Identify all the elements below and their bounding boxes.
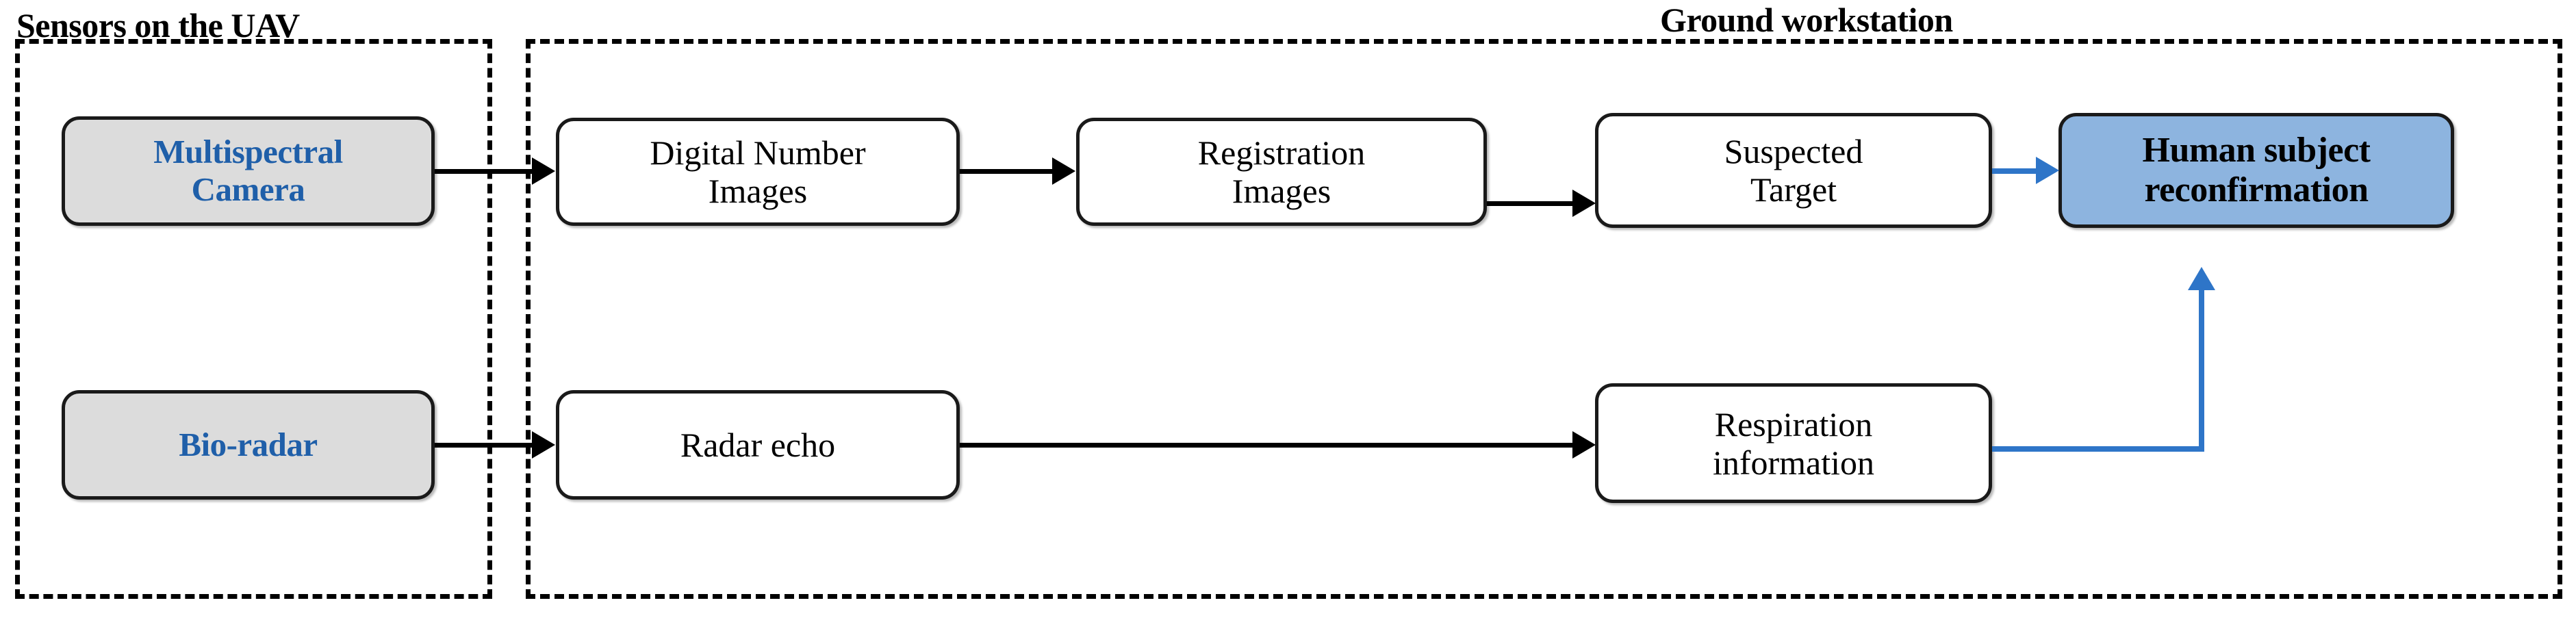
node-digital-number-images[interactable]: Digital Number Images (556, 118, 960, 226)
node-multispectral-camera-line1: Multispectral (153, 133, 343, 171)
edge-respiration-to-human-horizontal-line (1992, 446, 2204, 452)
group-frame-ground-workstation (526, 39, 2562, 599)
edge-radar-echo-to-respiration-line (960, 443, 1576, 448)
group-title-ground-workstation: Ground workstation (1660, 1, 1953, 39)
edge-registration-to-suspected-line (1487, 201, 1576, 206)
node-registration-images-line1: Registration (1197, 133, 1366, 172)
edge-bioradar-to-radar-echo-arrowhead-icon (532, 431, 555, 459)
edge-registration-to-suspected-arrowhead-icon (1572, 190, 1596, 217)
node-multispectral-camera[interactable]: Multispectral Camera (62, 116, 435, 226)
node-respiration-information-line2: information (1712, 443, 1875, 482)
edge-radar-echo-to-respiration-arrowhead-icon (1572, 431, 1596, 459)
edge-suspected-to-human-line (1992, 168, 2040, 174)
node-suspected-target-line2: Target (1750, 170, 1837, 209)
edge-dn-images-to-registration-arrowhead-icon (1052, 157, 1075, 185)
node-radar-echo[interactable]: Radar echo (556, 390, 960, 500)
node-radar-echo-line1: Radar echo (680, 426, 836, 464)
node-suspected-target[interactable]: Suspected Target (1595, 113, 1992, 228)
node-digital-number-images-line2: Images (708, 172, 808, 210)
node-human-subject-reconfirmation-line1: Human subject (2142, 130, 2371, 170)
group-title-sensors-on-uav: Sensors on the UAV (16, 6, 300, 44)
edge-respiration-to-human-vertical-line (2199, 289, 2204, 452)
edge-dn-images-to-registration-line (960, 169, 1054, 174)
node-multispectral-camera-line2: Camera (191, 170, 305, 208)
group-frame-sensors-on-uav (15, 39, 492, 599)
edge-multispectral-to-dn-images-arrowhead-icon (532, 157, 555, 185)
edge-multispectral-to-dn-images-line (435, 169, 537, 174)
node-registration-images-line2: Images (1232, 172, 1331, 210)
node-human-subject-reconfirmation[interactable]: Human subject reconfirmation (2058, 113, 2454, 228)
edge-bioradar-to-radar-echo-line (435, 443, 537, 448)
node-suspected-target-line1: Suspected (1724, 132, 1863, 170)
node-bio-radar[interactable]: Bio-radar (62, 390, 435, 500)
edge-respiration-to-human-arrowhead-icon (2188, 267, 2215, 290)
node-registration-images[interactable]: Registration Images (1076, 118, 1487, 226)
node-human-subject-reconfirmation-line2: reconfirmation (2144, 170, 2369, 209)
node-bio-radar-line1: Bio-radar (179, 425, 318, 463)
node-respiration-information-line1: Respiration (1714, 404, 1873, 443)
node-digital-number-images-line1: Digital Number (650, 133, 866, 172)
edge-suspected-to-human-arrowhead-icon (2036, 157, 2059, 184)
node-respiration-information[interactable]: Respiration information (1595, 383, 1992, 503)
